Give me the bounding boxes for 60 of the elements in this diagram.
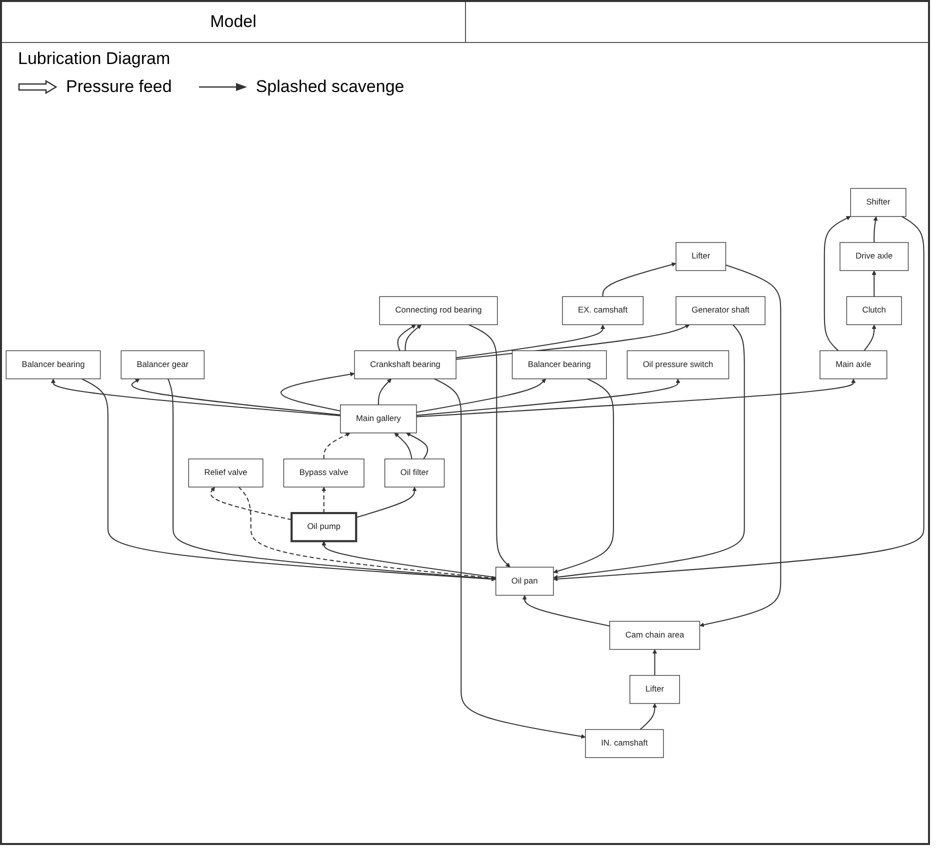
node-box: Drive axle (840, 242, 909, 271)
arrow (456, 324, 606, 358)
node-box: Oil pressure switch (626, 350, 730, 380)
node-box: Lifter (676, 242, 726, 271)
node-box: Balancer bearing (6, 350, 101, 380)
node-box: Crankshaft bearing (354, 350, 456, 380)
dashed-arrow (238, 486, 496, 580)
node-box: Oil filter (384, 458, 445, 488)
node-box: Balancer gear (120, 350, 205, 380)
arrow (456, 324, 690, 360)
arrow (322, 540, 496, 578)
arrow (652, 649, 658, 676)
arrow (824, 216, 851, 352)
node-box: Shifter (850, 188, 906, 217)
arrow (864, 324, 876, 352)
arrow (50, 378, 340, 416)
dashed-arrow (322, 486, 326, 514)
arrow (397, 324, 416, 351)
arrow (700, 264, 782, 628)
node-box: Bypass valve (283, 458, 364, 488)
node-box: EX. camshaft (562, 296, 644, 326)
arrow (280, 372, 355, 412)
node-box: Cam chain area (609, 620, 700, 650)
arrow (168, 378, 496, 581)
arrow (416, 378, 546, 413)
node-box: Main gallery (340, 404, 417, 434)
diagram-title: Lubrication Diagram (18, 49, 170, 68)
arrow (553, 378, 614, 574)
dashed-arrow (323, 432, 350, 459)
arrow (378, 378, 392, 405)
node-box: Clutch (846, 296, 902, 326)
arrow (553, 216, 924, 582)
node-box: IN. camshaft (585, 729, 664, 758)
arrow (416, 378, 680, 416)
arrow (132, 378, 340, 416)
node-box: Lifter (630, 675, 680, 704)
arrow (394, 432, 412, 460)
arrow (434, 378, 586, 739)
node-box: Generator shaft (676, 296, 766, 326)
arrow (553, 324, 745, 580)
node-box: Balancer bearing (512, 350, 607, 380)
arrow (356, 486, 417, 518)
legend-label: Pressure feed (66, 77, 172, 97)
arrow (522, 595, 610, 626)
arrow (468, 324, 510, 568)
node-box: Oil pump (290, 512, 358, 542)
node-box: Connecting rod bearing (379, 296, 498, 326)
arrow (416, 378, 856, 418)
arrow (873, 216, 878, 242)
arrow (406, 432, 428, 460)
node-box: Main axle (820, 350, 888, 380)
node-box: Relief valve (188, 458, 264, 488)
dashed-arrow (210, 486, 292, 520)
arrow (404, 324, 422, 351)
arrow (640, 703, 658, 730)
legend-label: Splashed scavenge (256, 77, 404, 97)
node-box: Oil pan (495, 566, 554, 596)
arrow (872, 270, 876, 297)
arrow (602, 262, 676, 297)
header-label: Model (210, 12, 256, 31)
